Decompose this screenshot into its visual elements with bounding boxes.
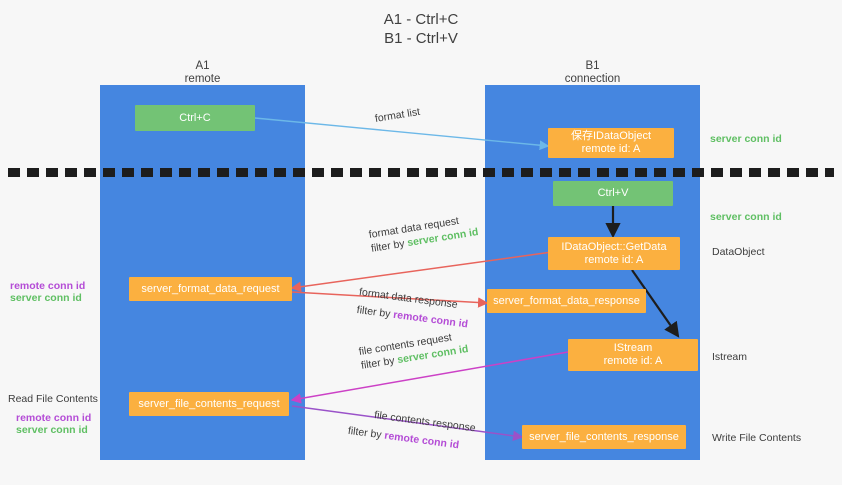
box-server-format-data-request[interactable]: server_format_data_request [129, 277, 292, 301]
annotation-left-read-file-contents: Read File Contents [8, 393, 98, 405]
edge-format-data-response-filter-prefix: filter by [356, 303, 395, 321]
edge-label-file-contents-request: file contents request filter by server c… [358, 328, 470, 373]
box-ctrl-c-label: Ctrl+C [179, 111, 211, 124]
annotation-right-write-file-contents: Write File Contents [712, 432, 802, 444]
box-server-file-contents-request-label: server_file_contents_request [138, 397, 280, 410]
lane-a1-name: A1 [195, 60, 210, 72]
box-ctrl-v[interactable]: Ctrl+V [553, 181, 673, 206]
box-server-file-contents-response[interactable]: server_file_contents_response [522, 425, 686, 449]
edge-label-format-list-text: format list [374, 105, 421, 125]
page-title: A1 - Ctrl+C B1 - Ctrl+V [0, 10, 842, 48]
box-server-format-data-response-label: server_format_data_response [493, 294, 640, 307]
box-istream[interactable]: IStream remote id: A [568, 339, 698, 371]
lane-header-b1: B1 connection [485, 60, 700, 86]
annotation-left-remote-conn-2: remote conn id [16, 412, 92, 424]
annotation-right-server-conn-mid: server conn id [710, 211, 782, 223]
annotation-right-istream: Istream [712, 351, 748, 363]
annotation-left-remote-conn-1: remote conn id [10, 280, 86, 292]
edge-file-contents-response-filter-prefix: filter by [347, 424, 386, 442]
title-line-1: A1 - Ctrl+C [383, 11, 459, 28]
box-server-file-contents-response-label: server_file_contents_response [529, 430, 679, 443]
box-idataobject-line2: remote id: A [581, 143, 641, 155]
lane-header-a1: A1 remote [100, 60, 305, 86]
box-ctrl-c[interactable]: Ctrl+C [135, 105, 255, 131]
edge-label-file-contents-response: file contents response filter by remote … [347, 408, 477, 454]
box-ctrl-v-label: Ctrl+V [597, 187, 629, 199]
box-idataobject-getdata[interactable]: IDataObject::GetData remote id: A [548, 237, 680, 270]
annotation-right-server-conn-top: server conn id [710, 133, 782, 145]
annotation-right-dataobject: DataObject [712, 246, 765, 258]
box-istream-line1: IStream [613, 342, 653, 354]
box-server-format-data-response[interactable]: server_format_data_response [487, 289, 646, 313]
box-getdata-line1: IDataObject::GetData [561, 240, 667, 253]
box-idataobject[interactable]: 保存IDataObject remote id: A [548, 128, 674, 158]
annotation-left-server-conn-1: server conn id [10, 292, 82, 304]
edge-label-format-list: format list [374, 105, 421, 126]
lane-b1-sub: connection [564, 73, 621, 85]
edge-label-format-data-response: format data response filter by remote co… [356, 285, 471, 331]
box-server-file-contents-request[interactable]: server_file_contents_request [129, 392, 289, 416]
box-istream-line2: remote id: A [603, 355, 663, 367]
phase-divider [8, 168, 834, 177]
lane-b1-name: B1 [585, 60, 600, 72]
box-getdata-line2: remote id: A [584, 253, 644, 266]
annotation-left-server-conn-2: server conn id [16, 424, 88, 436]
title-line-2: B1 - Ctrl+V [384, 30, 458, 47]
edge-label-format-data-request: format data request filter by server con… [368, 211, 480, 256]
box-server-format-data-request-label: server_format_data_request [141, 282, 280, 295]
box-idataobject-line1: 保存IDataObject [570, 130, 652, 142]
lane-a1-sub: remote [184, 73, 221, 85]
edge-file-contents-response-filter-value: remote conn id [383, 429, 460, 452]
